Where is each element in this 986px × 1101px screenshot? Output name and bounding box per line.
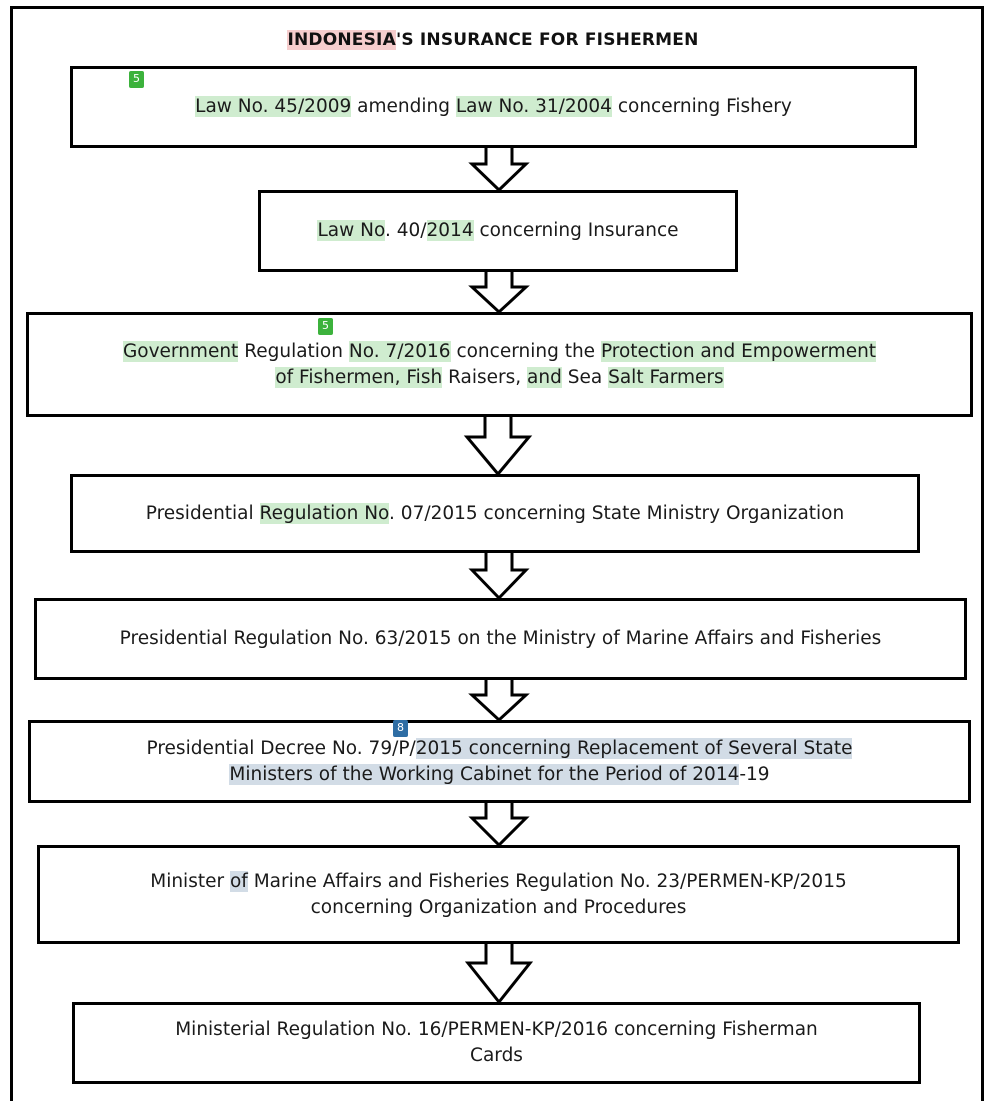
- flow-box-text: Ministerial Regulation No. 16/PERMEN-KP/…: [175, 1019, 818, 1066]
- annotation-badge: 5: [318, 318, 333, 335]
- flow-box-text: Law No. 40/2014 concerning Insurance: [317, 220, 679, 241]
- diagram-title: INDONESIA'S INSURANCE FOR FISHERMEN: [0, 30, 986, 50]
- down-arrow-icon: [468, 680, 530, 723]
- flow-box-presidential-decree-79: Presidential Decree No. 79/P/2015 concer…: [28, 720, 971, 803]
- flow-box-minister-regulation-23: Minister of Marine Affairs and Fisheries…: [37, 845, 960, 944]
- flow-box-presidential-regulation-63-2015: Presidential Regulation No. 63/2015 on t…: [34, 598, 967, 680]
- down-arrow-icon: [468, 148, 530, 193]
- flow-box-ministerial-regulation-16: Ministerial Regulation No. 16/PERMEN-KP/…: [72, 1002, 921, 1084]
- down-arrow-icon: [468, 272, 530, 315]
- annotation-badge: 5: [129, 71, 144, 88]
- flow-box-text: Presidential Decree No. 79/P/2015 concer…: [146, 737, 853, 785]
- title-rest: 'S INSURANCE FOR FISHERMEN: [395, 30, 699, 50]
- down-arrow-icon: [464, 944, 534, 1005]
- flow-box-law-45-2009: Law No. 45/2009 amending Law No. 31/2004…: [70, 66, 917, 148]
- title-country: INDONESIA: [287, 30, 396, 50]
- page-frame: [10, 6, 984, 1101]
- flow-box-text: Presidential Regulation No. 63/2015 on t…: [119, 628, 882, 649]
- flow-box-government-regulation: Government Regulation No. 7/2016 concern…: [26, 312, 973, 417]
- flow-box-text: Law No. 45/2009 amending Law No. 31/2004…: [195, 96, 792, 117]
- down-arrow-icon: [463, 417, 533, 477]
- flow-box-law-40-2014: Law No. 40/2014 concerning Insurance: [258, 190, 738, 272]
- down-arrow-icon: [468, 553, 530, 601]
- flow-box-text: Presidential Regulation No. 07/2015 conc…: [145, 502, 845, 524]
- down-arrow-icon: [468, 803, 530, 848]
- flow-box-text: Government Regulation No. 7/2016 concern…: [122, 340, 877, 388]
- flow-box-text: Minister of Marine Affairs and Fisheries…: [150, 870, 847, 918]
- flow-box-presidential-regulation-07-2015: Presidential Regulation No. 07/2015 conc…: [70, 474, 920, 553]
- annotation-badge: 8: [393, 720, 408, 737]
